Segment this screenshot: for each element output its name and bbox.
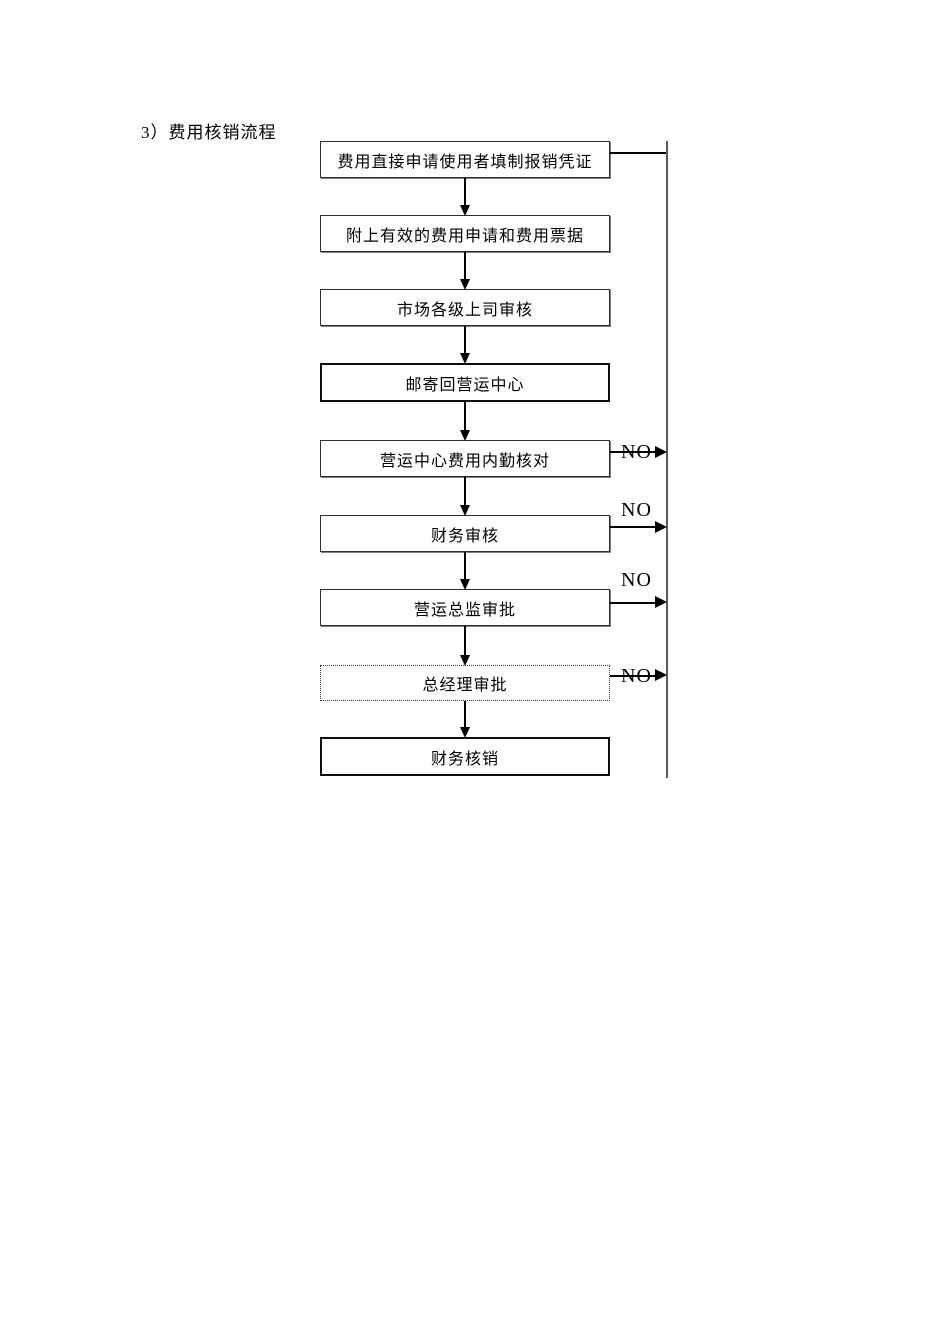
no-branch-clerk-check: NO (610, 430, 667, 466)
arrow-line (464, 477, 466, 507)
flow-node-label: 市场各级上司审核 (396, 301, 533, 319)
down-arrow (459, 326, 471, 364)
branch-line (610, 602, 660, 604)
arrow-line (464, 178, 466, 207)
down-arrow (459, 552, 471, 590)
arrow-line (464, 326, 466, 355)
flow-node-label: 总经理审批 (422, 677, 508, 694)
flow-node-label: 邮寄回营运中心 (405, 376, 525, 394)
arrowhead-right-icon (655, 446, 667, 458)
return-line (666, 141, 668, 778)
arrowhead-down-icon (460, 655, 470, 666)
flow-node-mail-to-operations-center: 邮寄回营运中心 (320, 363, 610, 402)
down-arrow (459, 178, 471, 216)
arrowhead-down-icon (460, 727, 470, 738)
down-arrow (459, 701, 471, 738)
flow-node-label: 营运总监审批 (413, 601, 516, 619)
arrow-line (464, 402, 466, 432)
branch-line (610, 451, 660, 453)
section-heading: 3）费用核销流程 (141, 123, 277, 142)
no-branch-operations-director: NO (610, 569, 667, 609)
no-label: NO (621, 569, 652, 591)
arrow-line (464, 626, 466, 657)
flow-node-operations-director-approval: 营运总监审批 (320, 589, 610, 626)
arrow-line (464, 252, 466, 281)
down-arrow (459, 477, 471, 516)
start-node-return-connector (610, 152, 668, 154)
flow-node-attach-valid-documents: 附上有效的费用申请和费用票据 (320, 215, 610, 252)
flow-node-finance-writeoff: 财务核销 (320, 737, 610, 776)
arrowhead-down-icon (460, 579, 470, 590)
flow-node-general-manager-approval: 总经理审批 (320, 665, 610, 701)
flow-node-finance-review: 财务审核 (320, 515, 610, 552)
flow-node-label: 附上有效的费用申请和费用票据 (345, 227, 584, 245)
arrow-line (464, 552, 466, 581)
no-label: NO (621, 499, 652, 521)
arrowhead-right-icon (655, 521, 667, 533)
arrowhead-down-icon (460, 353, 470, 364)
arrowhead-down-icon (460, 279, 470, 290)
flow-node-label: 营运中心费用内勤核对 (379, 452, 550, 470)
flow-node-fill-reimbursement-voucher: 费用直接申请使用者填制报销凭证 (320, 141, 610, 178)
down-arrow (459, 626, 471, 666)
arrowhead-down-icon (460, 205, 470, 216)
flow-node-operations-center-clerk-check: 营运中心费用内勤核对 (320, 440, 610, 477)
no-branch-general-manager: NO (610, 654, 667, 690)
flow-node-label: 财务核销 (430, 750, 499, 768)
arrow-line (464, 701, 466, 729)
down-arrow (459, 402, 471, 441)
flow-node-label: 费用直接申请使用者填制报销凭证 (337, 153, 593, 171)
down-arrow (459, 252, 471, 290)
branch-line (610, 526, 660, 528)
branch-line (610, 675, 660, 677)
arrowhead-down-icon (460, 430, 470, 441)
flow-node-label: 财务审核 (430, 527, 499, 545)
no-branch-finance-review: NO (610, 494, 667, 534)
arrowhead-down-icon (460, 505, 470, 516)
arrowhead-right-icon (655, 596, 667, 608)
flow-node-market-supervisor-review: 市场各级上司审核 (320, 289, 610, 326)
arrowhead-right-icon (655, 669, 667, 681)
